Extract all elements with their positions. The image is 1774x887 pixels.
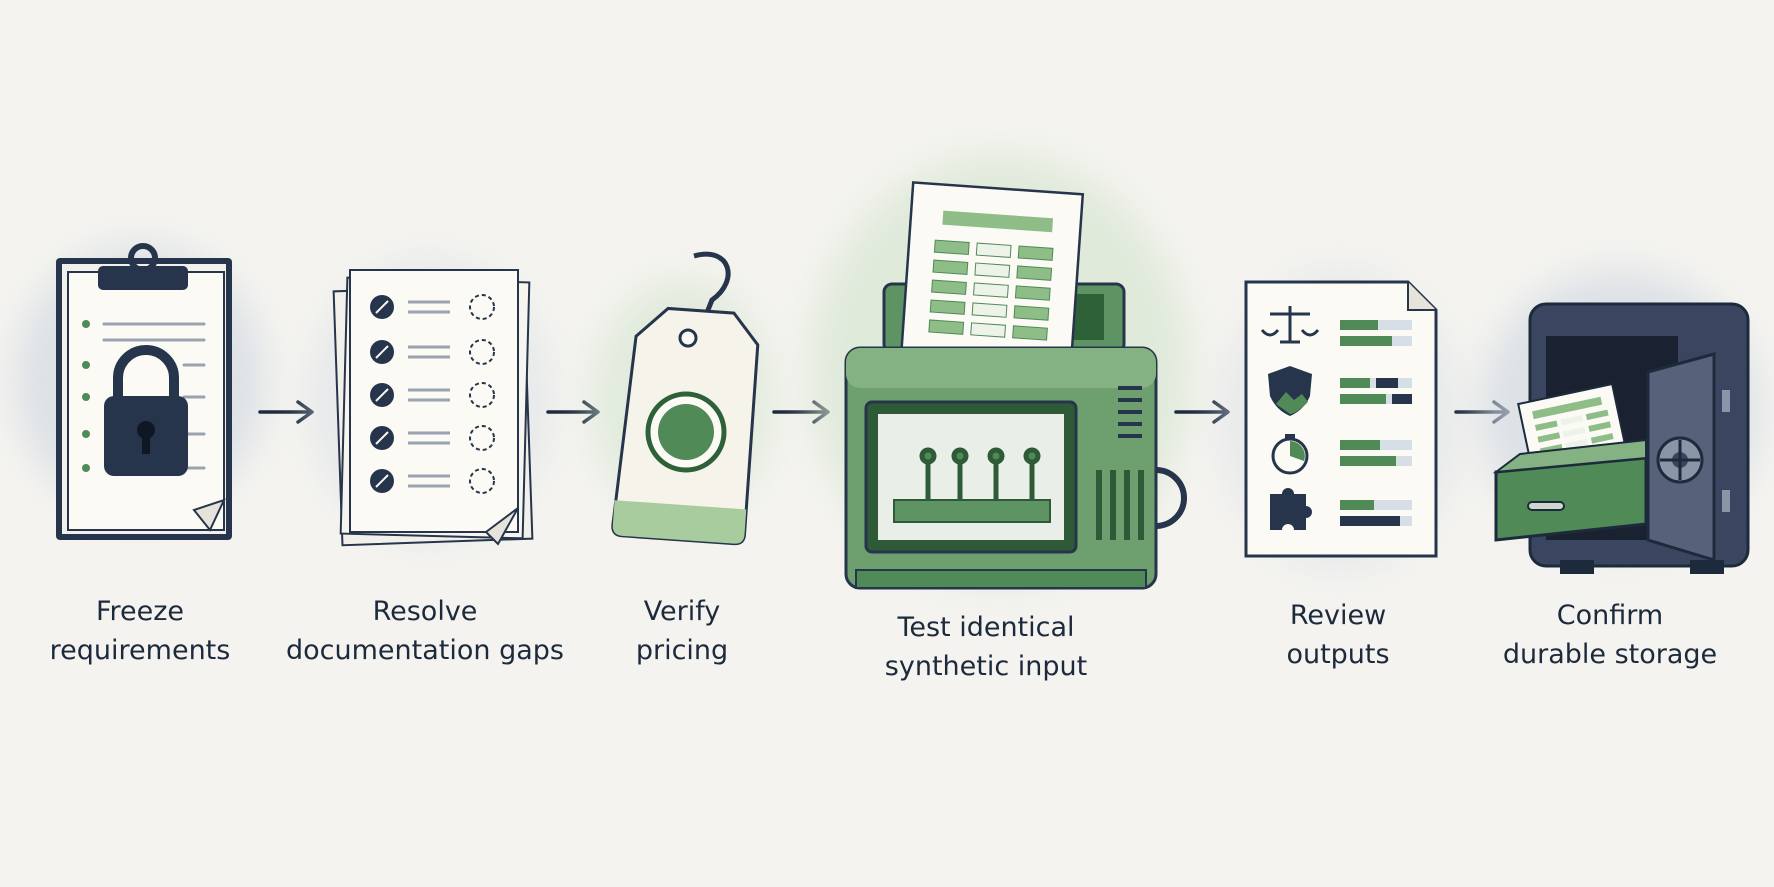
- step-label-line: outputs: [1286, 639, 1390, 670]
- test-machine-icon: [810, 155, 1190, 590]
- step-label-freeze: Freeze requirements: [50, 592, 231, 670]
- price-tag-icon: [592, 251, 772, 546]
- safe-storage-icon: [1480, 270, 1760, 574]
- review-report-icon: [1220, 270, 1460, 570]
- step-label-line: Confirm: [1556, 600, 1664, 631]
- step-label-resolve: Resolve documentation gaps: [286, 592, 564, 670]
- step-label-line: Verify: [643, 596, 721, 627]
- arrow-icon: [258, 400, 314, 424]
- step-label-pricing: Verify pricing: [636, 592, 728, 670]
- step-label-line: Review: [1289, 600, 1387, 631]
- step-label-line: synthetic input: [884, 651, 1088, 682]
- arrow-icon: [546, 400, 600, 424]
- step-label-test: Test identical synthetic input: [885, 608, 1087, 686]
- step-label-line: Test identical: [897, 612, 1075, 643]
- step-label-review: Review outputs: [1286, 596, 1389, 674]
- step-label-storage: Confirm durable storage: [1503, 596, 1717, 674]
- step-label-line: documentation gaps: [286, 635, 564, 666]
- step-label-line: Resolve: [372, 596, 478, 627]
- step-label-line: durable storage: [1502, 639, 1718, 670]
- step-label-line: Freeze: [95, 596, 185, 627]
- locked-clipboard-icon: [15, 243, 265, 540]
- step-label-line: pricing: [635, 635, 729, 666]
- step-label-line: requirements: [49, 635, 231, 666]
- checklist-pages-icon: [310, 260, 550, 547]
